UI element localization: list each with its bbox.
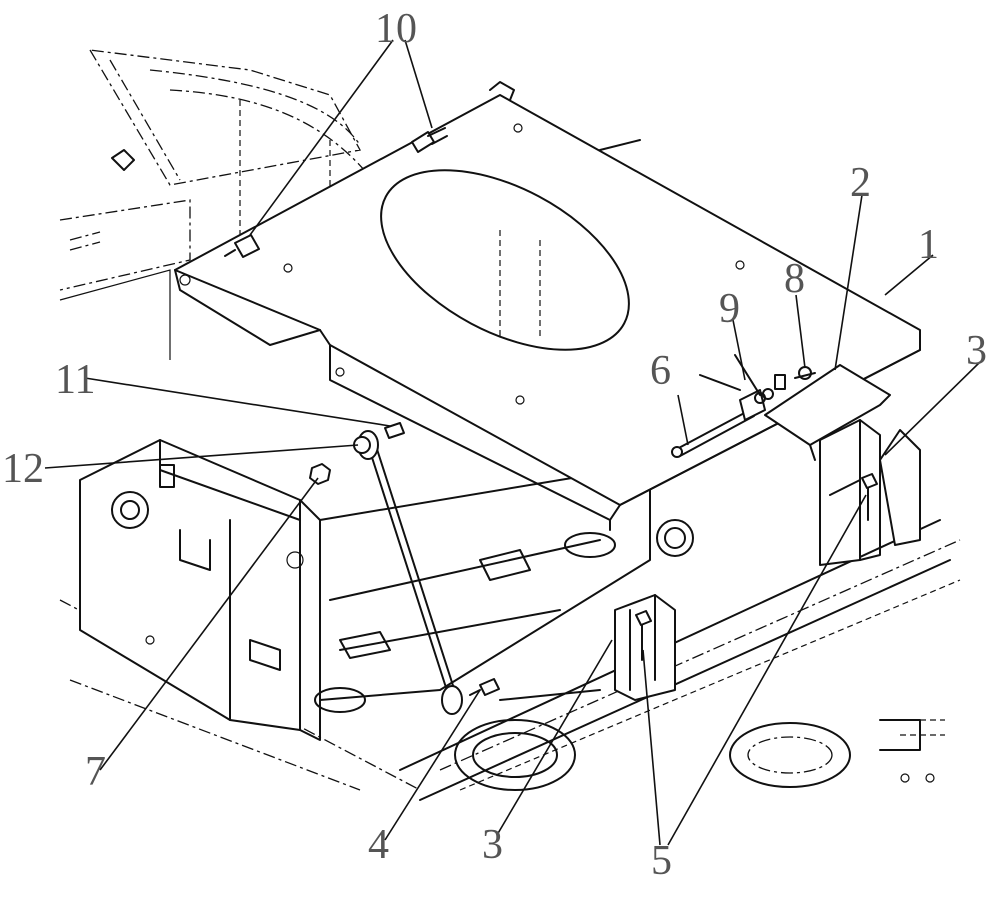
callout-1: 1: [918, 222, 939, 268]
callout-5: 5: [651, 838, 672, 884]
callout-11: 11: [55, 357, 95, 403]
seat-plate: [174, 81, 921, 531]
callout-3-center: 3: [482, 822, 503, 868]
right-hinge-support: [819, 419, 921, 566]
callout-8: 8: [784, 256, 805, 302]
release-rod: [671, 389, 766, 458]
center-hinge-support: [614, 594, 676, 701]
callout-labels: 10 1 2 3 8 9 6 11 12 7 4 3 5: [2, 6, 987, 884]
callout-3-right: 3: [966, 328, 987, 374]
left-support-bracket: [79, 439, 321, 741]
callout-9: 9: [719, 286, 740, 332]
callout-10: 10: [375, 6, 417, 52]
leader-lines: [44, 39, 981, 846]
torsion-spring: [699, 354, 774, 404]
callout-6: 6: [650, 348, 671, 394]
callout-4: 4: [368, 822, 389, 868]
latch-bracket: [764, 364, 891, 461]
callout-12: 12: [2, 446, 44, 492]
support-link-rod: [357, 430, 463, 715]
callout-2: 2: [850, 160, 871, 206]
callout-7: 7: [85, 749, 106, 795]
